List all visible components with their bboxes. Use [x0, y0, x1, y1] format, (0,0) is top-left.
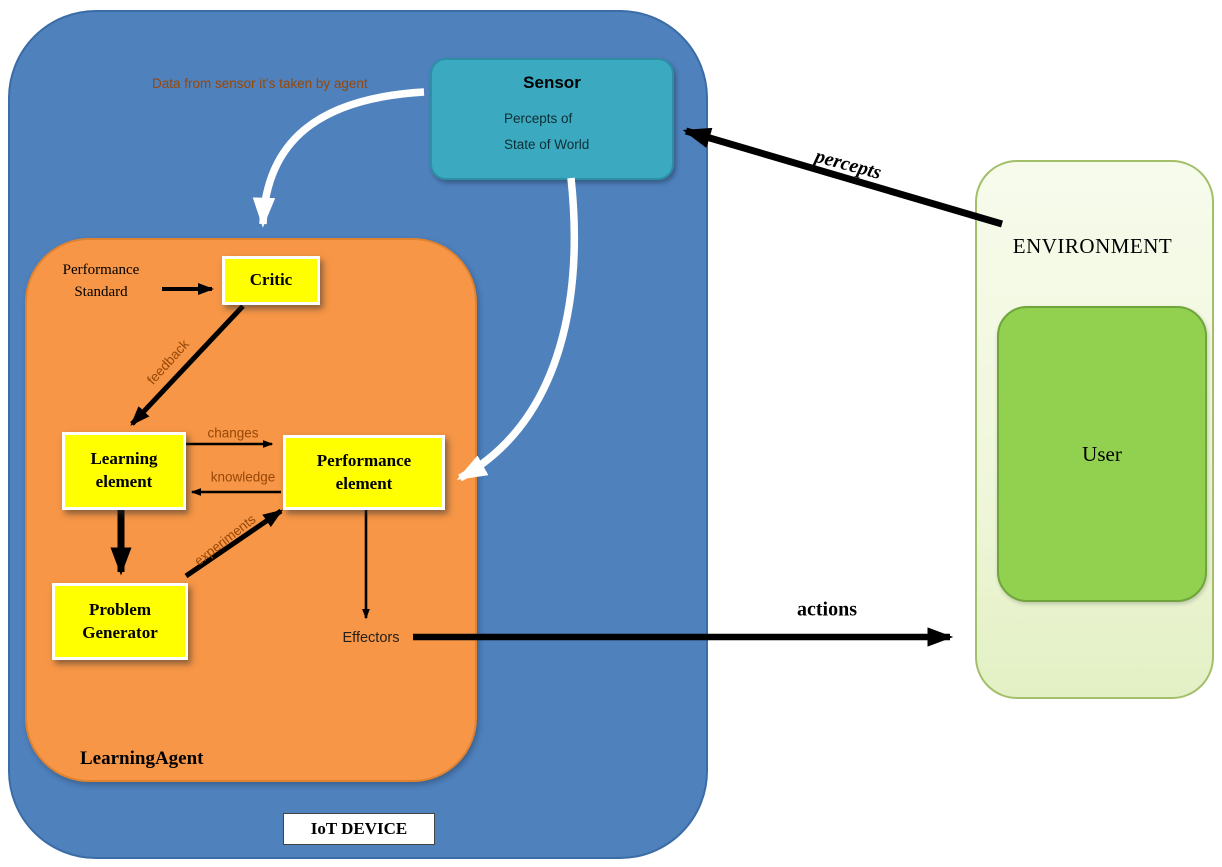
performance-element-line2: element: [335, 473, 393, 493]
sensor-box: Sensor Percepts of State of World: [430, 58, 674, 180]
sensor-desc-line2: State of World: [504, 137, 590, 152]
learning-element-node: Learning element: [62, 432, 186, 510]
critic-label: Critic: [249, 270, 293, 290]
edge-label-changes: changes: [207, 425, 259, 441]
user-box: User: [997, 306, 1207, 602]
learning-element-line2: element: [95, 472, 153, 491]
user-label: User: [1082, 441, 1122, 466]
edge-label-percepts: percepts: [812, 145, 884, 184]
learning-element-line1: Learning: [90, 449, 158, 469]
performance-element-node: Performance element: [283, 435, 445, 510]
problem-generator-line2: Generator: [82, 622, 158, 642]
performance-standard-line1: Performance: [62, 262, 140, 278]
performance-standard-line2: Standard: [74, 284, 128, 300]
iot-device-label: IoT DEVICE: [283, 813, 435, 845]
sensor-desc-line1: Percepts of: [504, 111, 573, 126]
learning-agent-label: LearningAgent: [80, 748, 204, 769]
arrow-percepts-to-sensor: [682, 127, 1003, 228]
sensor-note: Data from sensor it's taken by agent: [152, 76, 368, 91]
problem-generator-line1: Problem: [88, 599, 151, 619]
problem-generator-node: Problem Generator: [52, 583, 188, 660]
edge-label-actions: actions: [797, 598, 857, 621]
effectors-label: Effectors: [342, 630, 400, 646]
environment-label: ENVIRONMENT: [1012, 234, 1173, 258]
sensor-title: Sensor: [523, 73, 581, 92]
performance-element-line1: Performance: [316, 450, 412, 470]
sensor-description: Percepts of State of World: [504, 106, 589, 158]
critic-node: Critic: [222, 256, 320, 305]
learning-agent-box: [25, 238, 477, 782]
edge-label-knowledge: knowledge: [210, 469, 276, 485]
iot-device-title: IoT DEVICE: [310, 819, 408, 838]
performance-standard-label: Performance Standard: [42, 259, 160, 303]
